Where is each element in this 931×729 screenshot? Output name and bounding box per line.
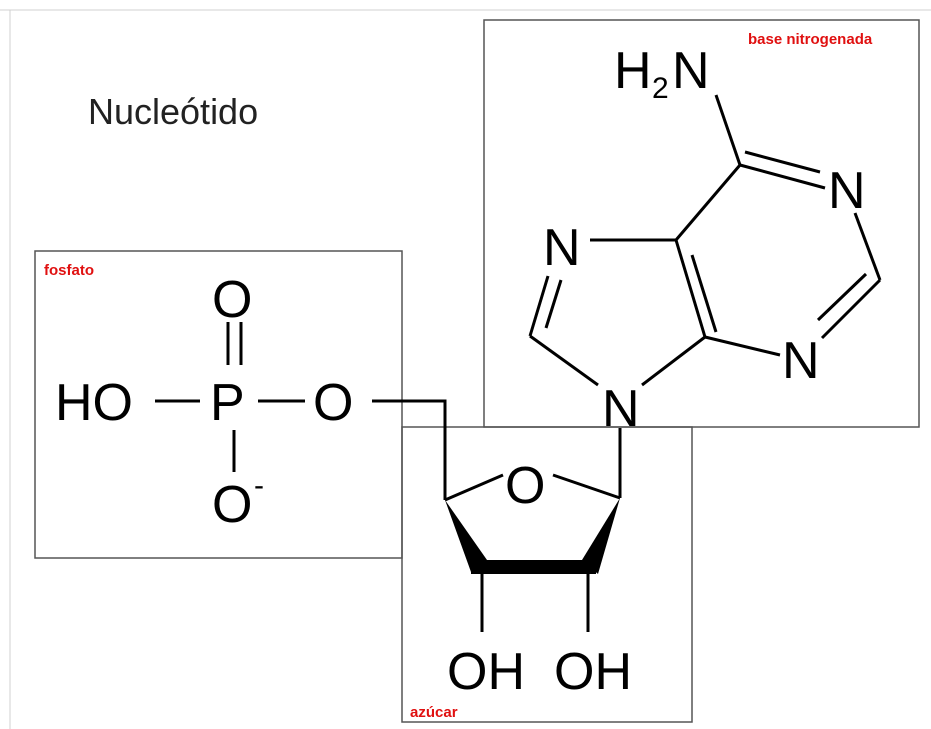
base-box bbox=[483, 19, 920, 428]
bond-o-c1 bbox=[552, 473, 621, 500]
atom-n7: N bbox=[543, 219, 581, 277]
bond-c2-n1 bbox=[853, 212, 882, 281]
bond-c5-c4-inner bbox=[690, 254, 718, 333]
page-title: Nucleótido bbox=[88, 91, 258, 132]
wedge-c3-c2 bbox=[471, 560, 596, 574]
atom-n3: N bbox=[782, 332, 820, 390]
bond-n1-c6 bbox=[739, 163, 826, 190]
atom-h2n-n: N bbox=[672, 42, 710, 100]
atom-h2n-h: H bbox=[614, 42, 652, 100]
bond-c4-n9 bbox=[641, 335, 706, 387]
atom-ho: HO bbox=[55, 374, 133, 432]
bond-n3-c2-inner bbox=[816, 272, 868, 322]
bond-o-ch2 bbox=[372, 399, 447, 500]
bond-c4-n3 bbox=[704, 335, 781, 357]
adenine-base: N N N N H 2 N bbox=[528, 42, 882, 438]
bond-c5-c4 bbox=[674, 239, 707, 338]
atom-h2n-2: 2 bbox=[652, 72, 669, 105]
bond-c4-o bbox=[444, 473, 504, 502]
azucar-label: azúcar bbox=[410, 704, 458, 721]
atom-p: P bbox=[210, 374, 245, 432]
phosphate-group: O HO P O O - bbox=[55, 271, 447, 534]
azucar-box bbox=[401, 426, 693, 723]
atom-n9: N bbox=[602, 380, 640, 438]
bond-c6-c5 bbox=[674, 164, 742, 241]
atom-o-minus: O bbox=[212, 476, 252, 534]
base-label: base nitrogenada bbox=[748, 31, 873, 48]
wedge-c4-c3 bbox=[445, 500, 487, 572]
bond-n1-c6-inner bbox=[744, 150, 821, 174]
ribose-sugar: O OH OH bbox=[444, 428, 632, 701]
fosfato-label: fosfato bbox=[44, 262, 94, 279]
atom-o-top: O bbox=[212, 271, 252, 329]
fosfato-box bbox=[34, 250, 403, 559]
atom-oh-1: OH bbox=[447, 643, 525, 701]
bond-n3-c2 bbox=[820, 278, 882, 340]
atom-o-bridge: O bbox=[313, 374, 353, 432]
atom-charge: - bbox=[254, 469, 264, 502]
bond-n9-c8 bbox=[529, 334, 599, 387]
bond-c8-n7-inner bbox=[544, 279, 563, 329]
atom-ring-o: O bbox=[505, 457, 545, 515]
bond-c8-n7 bbox=[528, 275, 550, 337]
atom-oh-2: OH bbox=[554, 643, 632, 701]
wedge-c2-c1 bbox=[582, 498, 620, 574]
atom-n1: N bbox=[828, 162, 866, 220]
bond-c6-nh2 bbox=[714, 94, 742, 166]
